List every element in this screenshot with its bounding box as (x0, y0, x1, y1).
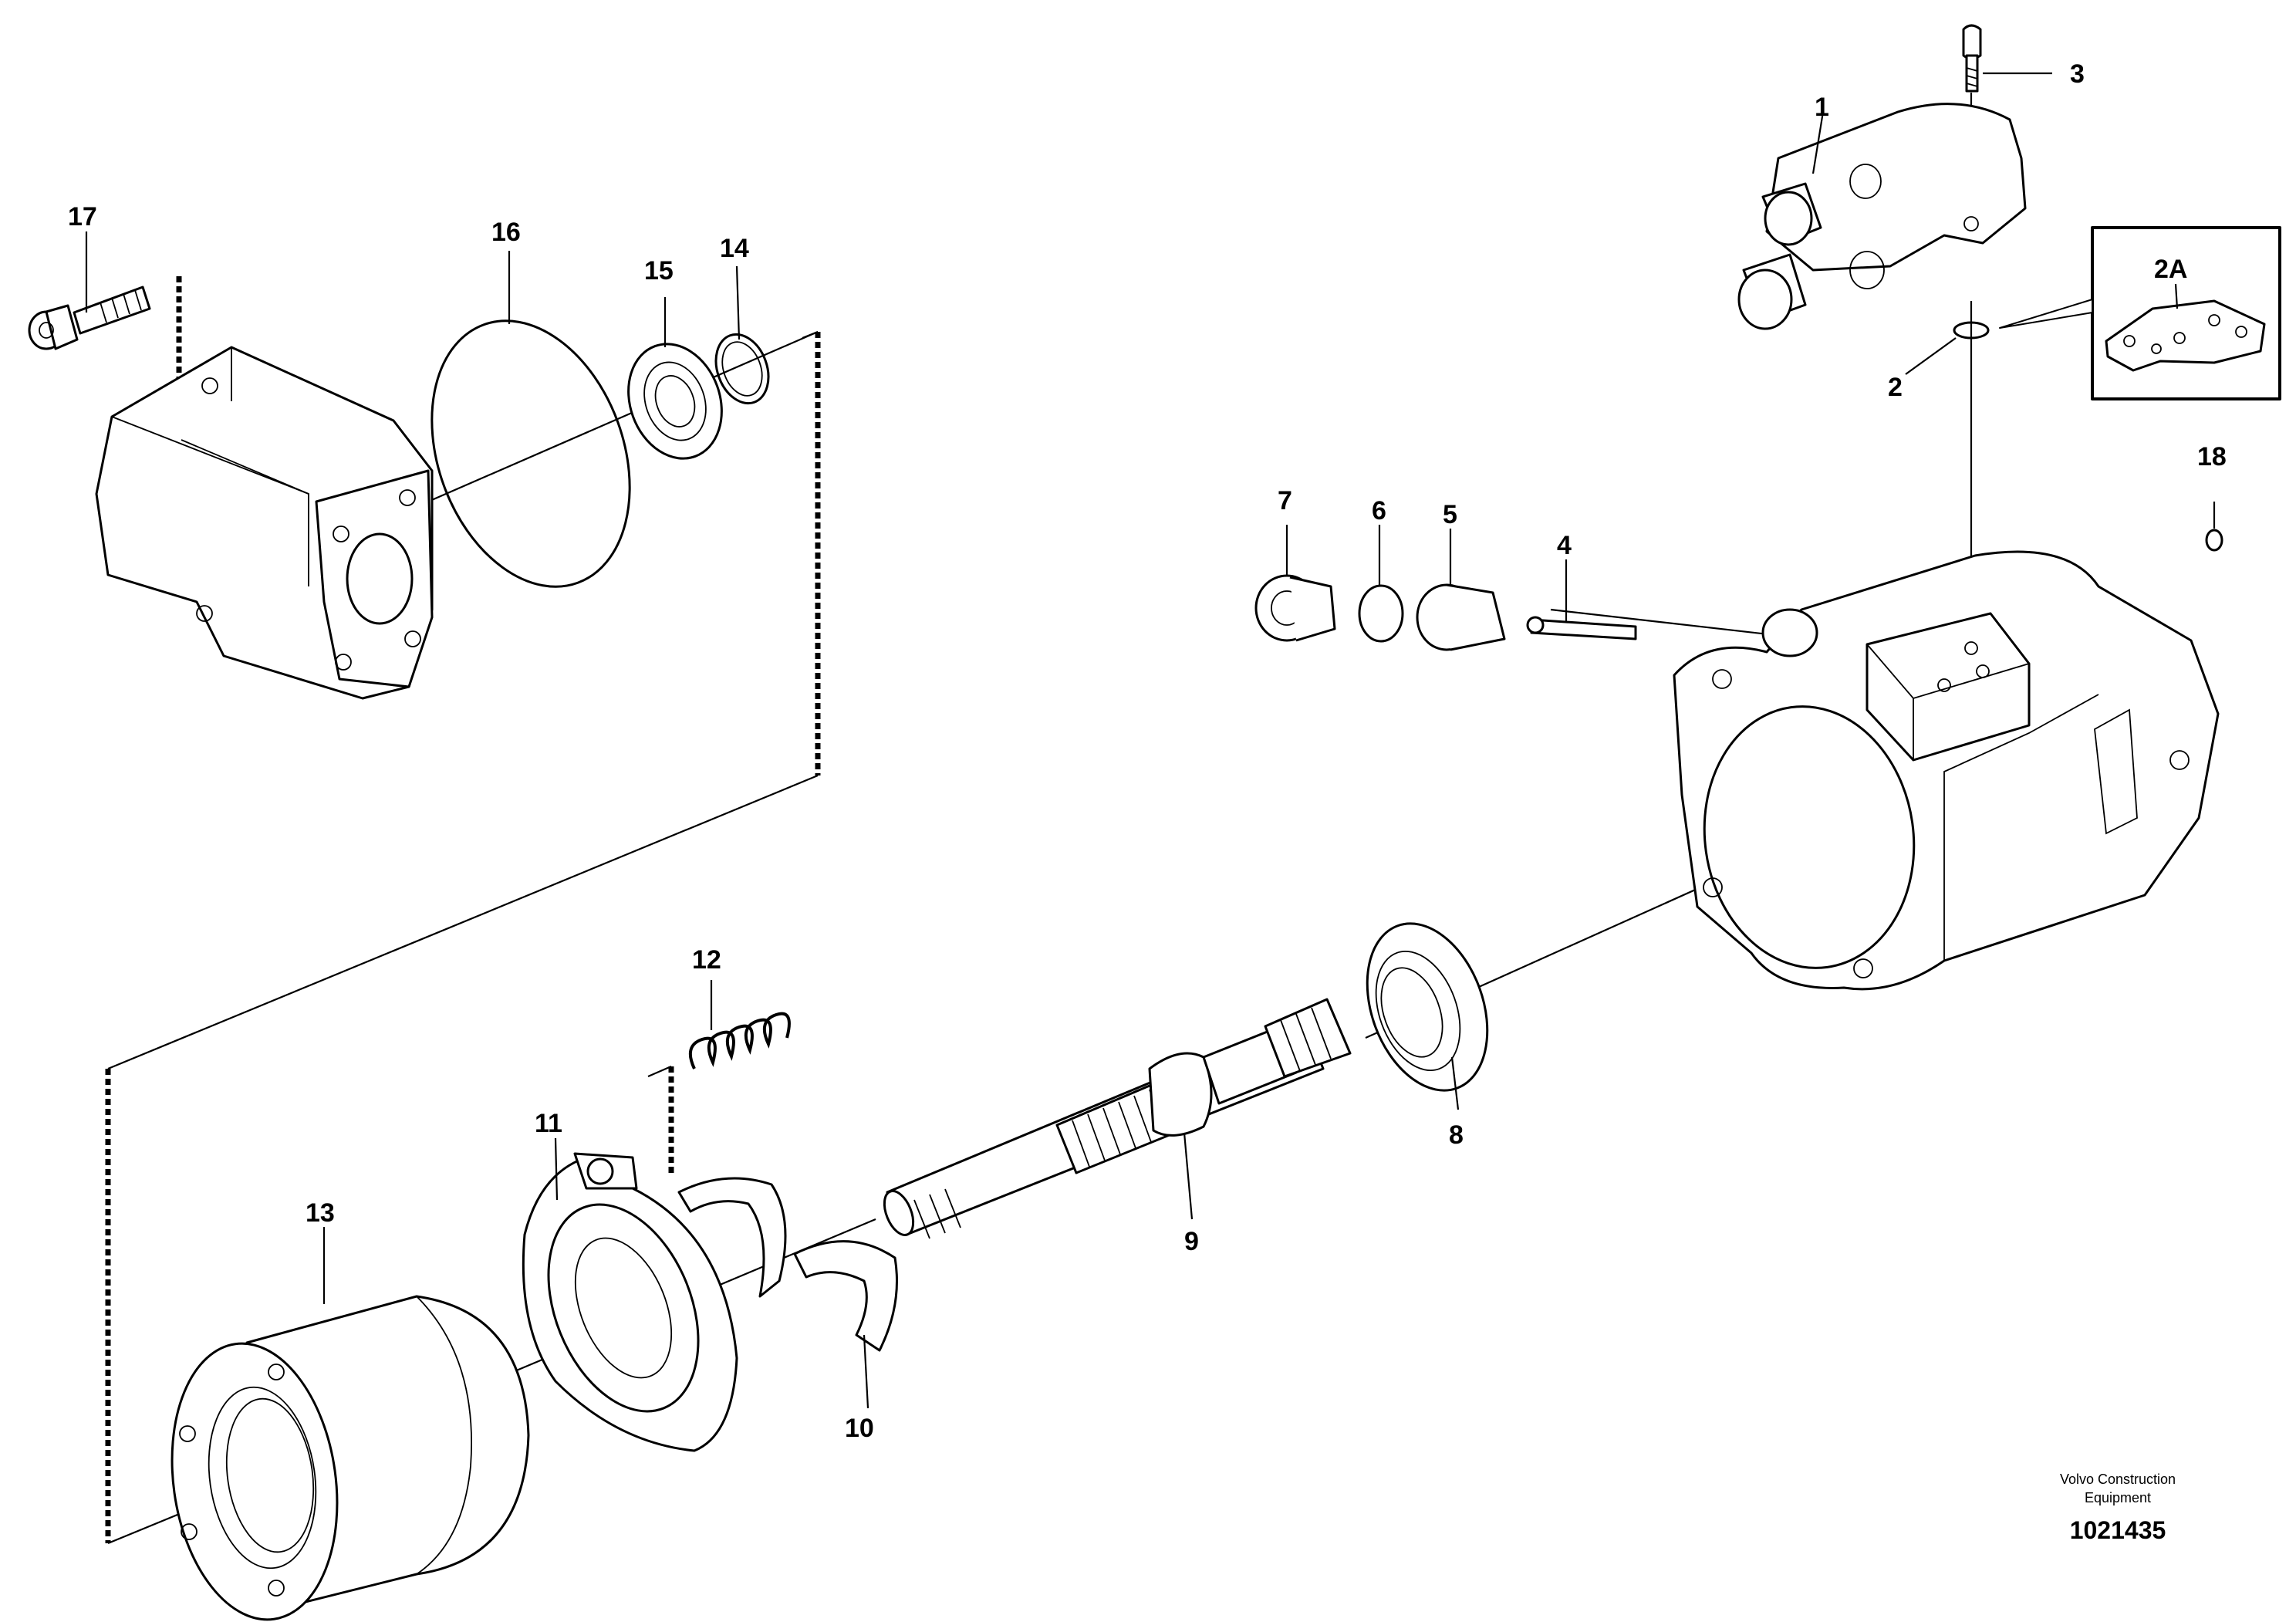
callout-11: 11 (535, 1109, 562, 1138)
callout-15: 15 (644, 256, 674, 286)
bushings-10 (677, 1177, 898, 1352)
drawing-number: 1021435 (2070, 1516, 2166, 1544)
spring-12 (688, 1012, 791, 1070)
sleeve-13 (171, 1295, 530, 1621)
callout-leaders (85, 72, 2216, 1409)
o-ring-6 (1358, 584, 1404, 643)
control-valve-1 (1737, 103, 2027, 330)
callout-1: 1 (1815, 93, 1829, 122)
footer-company-line2: Equipment (2085, 1490, 2151, 1505)
o-ring-16 (430, 319, 631, 588)
callout-14: 14 (720, 234, 749, 263)
callout-8: 8 (1449, 1120, 1464, 1150)
callout-6: 6 (1372, 496, 1386, 525)
callout-numbers: 1 2 2A 3 4 5 6 7 8 9 10 11 12 13 14 15 1… (68, 59, 2227, 1443)
callout-17: 17 (68, 202, 97, 231)
bearing-8 (1366, 922, 1489, 1092)
footer-company-line1: Volvo Construction (2060, 1472, 2176, 1487)
callout-2: 2 (1888, 373, 1903, 402)
bearing-15 (627, 343, 723, 460)
swash-plate-11 (522, 1152, 738, 1452)
callout-9: 9 (1184, 1227, 1199, 1256)
piston-5 (1416, 583, 1506, 651)
footer: Volvo Construction Equipment 1021435 (2060, 1472, 2176, 1544)
callout-4: 4 (1557, 531, 1572, 560)
callout-16: 16 (491, 218, 521, 247)
end-cover-housing (95, 346, 434, 700)
screw-3 (1962, 24, 1982, 93)
pin-4 (1526, 616, 1637, 640)
callout-18: 18 (2197, 442, 2227, 471)
plug-7 (1254, 574, 1336, 642)
pump-housing (1673, 550, 2220, 991)
seal-2 (1953, 321, 1990, 340)
callout-13: 13 (306, 1198, 335, 1228)
callout-3: 3 (2070, 59, 2085, 89)
callout-2a: 2A (2154, 255, 2187, 284)
inset-2a-box (1999, 226, 2281, 400)
bolt-17 (28, 286, 151, 350)
callout-10: 10 (845, 1414, 874, 1443)
callout-5: 5 (1443, 500, 1457, 529)
callout-7: 7 (1278, 486, 1292, 515)
shaft-9 (883, 998, 1352, 1239)
snap-ring-14 (714, 333, 770, 405)
callout-12: 12 (692, 945, 721, 975)
o-ring-18 (2205, 529, 2223, 552)
